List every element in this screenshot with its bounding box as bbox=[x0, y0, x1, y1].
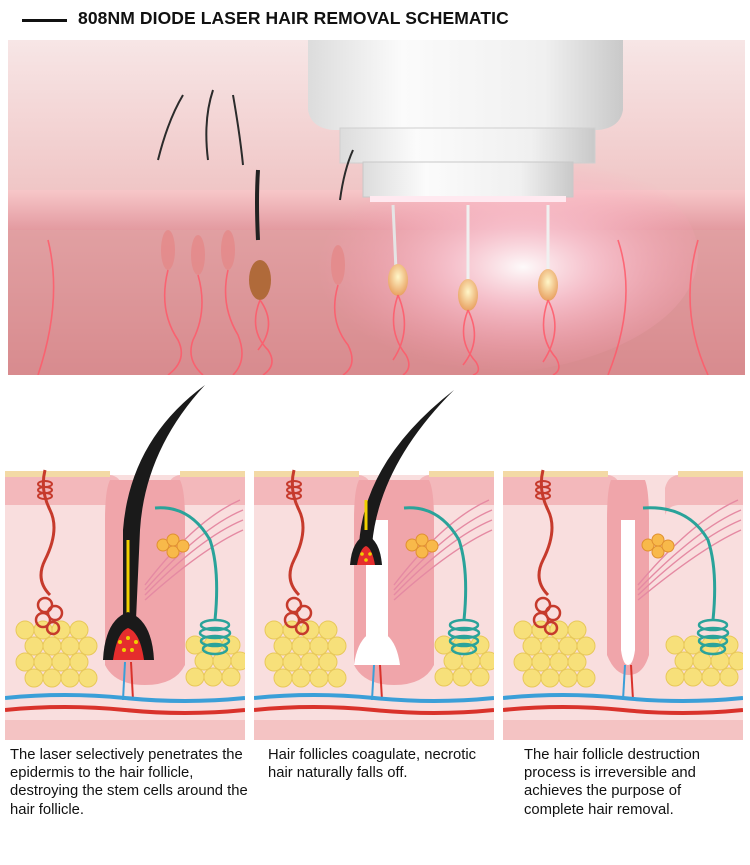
laser-hero-illustration bbox=[8, 40, 745, 375]
title-dash bbox=[22, 19, 67, 22]
stage-3-caption: The hair follicle destruction process is… bbox=[524, 747, 701, 818]
stage-2-caption: Hair follicles coagulate, necrotic hair … bbox=[268, 747, 477, 782]
stage-1-caption: The laser selectively penetrates the epi… bbox=[10, 747, 248, 818]
stage-3-diagram bbox=[502, 380, 748, 740]
page-title: 808NM DIODE LASER HAIR REMOVAL SCHEMATIC bbox=[78, 8, 509, 28]
page-header: 808NM DIODE LASER HAIR REMOVAL SCHEMATIC bbox=[0, 0, 750, 40]
stage-2-diagram bbox=[253, 380, 499, 740]
hero-svg bbox=[8, 40, 745, 375]
stage-1-diagram bbox=[4, 380, 250, 740]
